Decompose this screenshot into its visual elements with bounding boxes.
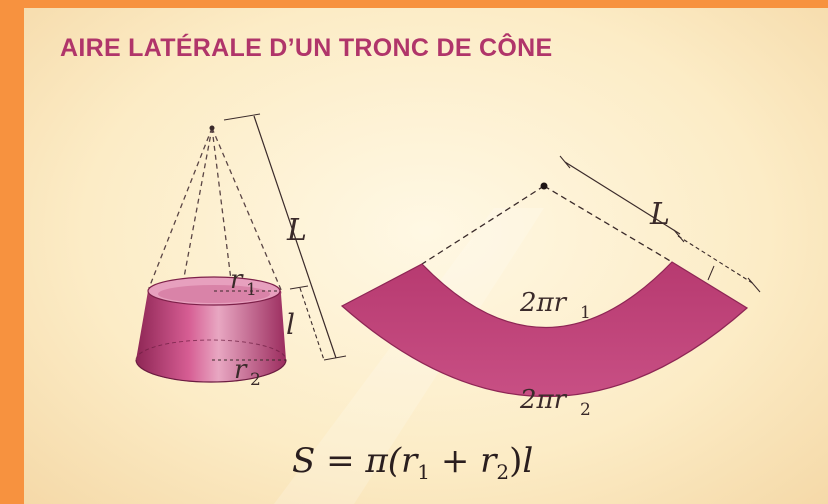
cone-dashed-line [211,127,233,289]
figure-panel: AIRE LATÉRALE D’UN TRONC DE CÔNE [24,8,828,504]
l-dev-tick [747,277,761,293]
L-tick-top [223,113,261,121]
cone-apex [209,125,215,131]
l-tick-top [289,285,309,290]
label-L-dev: L [649,197,670,232]
L-dimension-line [253,115,337,359]
formula-plus: + [430,441,480,481]
frustum-diagram: L r 1 l r 2 L 2πr 1 2π [135,113,761,504]
cone-dashed-line [211,127,283,293]
label-L-cone: L [286,213,307,248]
formula-lhs: S = π( [292,441,402,481]
formula-l: l [522,441,533,481]
sector-radius-right [543,185,673,263]
formula-r2: r [480,441,498,481]
label-arc2-sub: 2 [580,400,591,420]
figure-title: AIRE LATÉRALE D’UN TRONC DE CÔNE [60,34,553,62]
label-r2-cone: r [234,355,248,385]
cone-dashed-line [181,127,213,289]
formula-r2-sub: 2 [496,460,509,484]
frustum-base-hidden-edge [135,339,287,361]
l-dimension-line [299,287,325,361]
L-dev-dimension-line [564,161,681,235]
frustum-base-edge [135,359,287,383]
frustum-body [136,277,286,383]
label-arc1-sub: 1 [580,303,591,323]
cone-dashed-line [148,127,213,289]
formula-r1-sub: 1 [417,460,430,484]
frustum-cone: L r 1 l r 2 [135,113,347,390]
sector-center [540,182,548,190]
frustum-inner [158,285,270,303]
label-r1-cone: r [230,265,244,295]
label-arc1: 2πr [519,288,568,318]
sector-radius-left [421,185,545,265]
formula-rhs: ) [509,441,522,481]
area-formula: S = π(r1 + r2)l [292,441,533,484]
formula-r1: r [401,441,419,481]
L-tick-bottom [323,355,347,361]
label-r2-cone-sub: 2 [250,370,261,390]
developed-sector: L 2πr 1 2πr 2 [340,155,761,420]
label-r1-cone-sub: 1 [246,280,257,300]
l-dev-marker [707,265,715,281]
l-dev-dimension-line [677,235,755,285]
annular-sector [340,261,749,397]
label-arc2: 2πr [519,385,568,415]
label-l-cone: l [286,308,295,341]
